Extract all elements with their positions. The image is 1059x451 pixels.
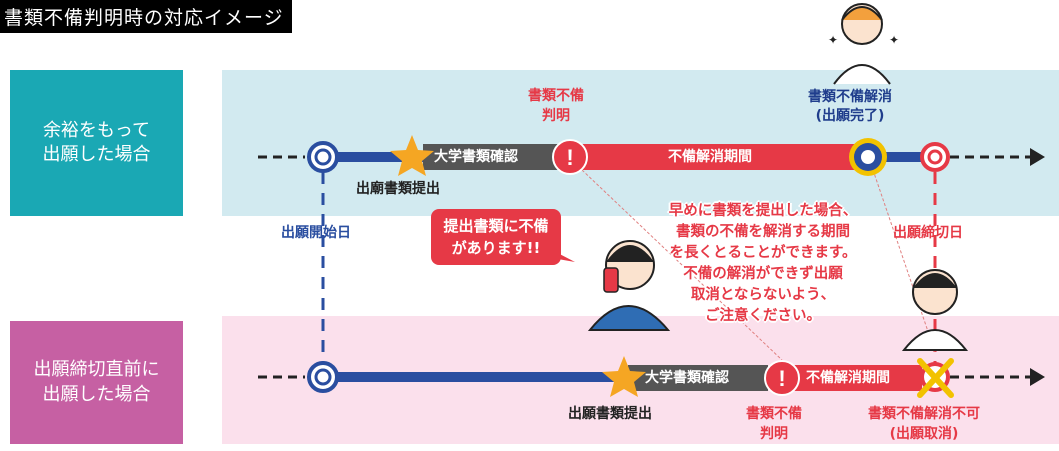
svg-text:✦: ✦ [828, 33, 838, 47]
phone-person-icon [587, 240, 671, 331]
early-submit-label: 出廟書類提出 [356, 181, 440, 197]
early-row-label: 余裕をもって 出願した場合 [10, 70, 183, 216]
early-resolved-label: 書類不備解消 (出願完了) [808, 89, 892, 124]
late-period-label: 不備解消期間 [806, 370, 890, 386]
late-submit-label: 出願書類提出 [568, 406, 652, 422]
late-defect-icon [764, 360, 800, 396]
early-row-band [222, 70, 1059, 216]
worried-person-icon [901, 269, 969, 351]
late-timeline [258, 365, 1045, 391]
svg-text:✦: ✦ [889, 33, 899, 47]
late-check-label: 大学書類確認 [645, 370, 729, 386]
svg-text:!: ! [778, 366, 785, 391]
early-defect-label: 書類不備 判明 [528, 88, 584, 124]
late-unresolved-label: 書類不備解消不可 (出願取消) [868, 406, 980, 442]
late-defect-label: 書類不備 判明 [746, 406, 802, 442]
happy-person-icon: ✦ ✦ [828, 3, 899, 85]
resolved-connector [872, 169, 936, 353]
page-title: 書類不備判明時の対応イメージ [0, 0, 292, 33]
defect-speech-bubble: 提出書類に不備 があります!! [431, 209, 561, 265]
defect-connector [581, 169, 783, 361]
late-submit-star [602, 356, 646, 397]
early-submit-star [390, 135, 434, 176]
start-date-label: 出願開始日 [281, 225, 351, 241]
early-period-label: 不備解消期間 [668, 149, 752, 165]
early-defect-icon [552, 139, 588, 175]
svg-text:!: ! [566, 145, 573, 170]
advice-note: 早めに書類を提出した場合、 書類の不備を解消する期間 を長くとることができます。… [668, 203, 858, 324]
early-timeline [258, 144, 1045, 170]
late-row-label: 出願締切直前に 出願した場合 [10, 321, 183, 444]
early-deadline-node [920, 142, 950, 172]
late-fail-cross-icon [917, 358, 954, 398]
early-check-label: 大学書類確認 [434, 149, 518, 165]
deadline-label: 出願締切日 [893, 225, 963, 241]
late-start-node [307, 361, 339, 393]
early-start-node [307, 141, 339, 173]
